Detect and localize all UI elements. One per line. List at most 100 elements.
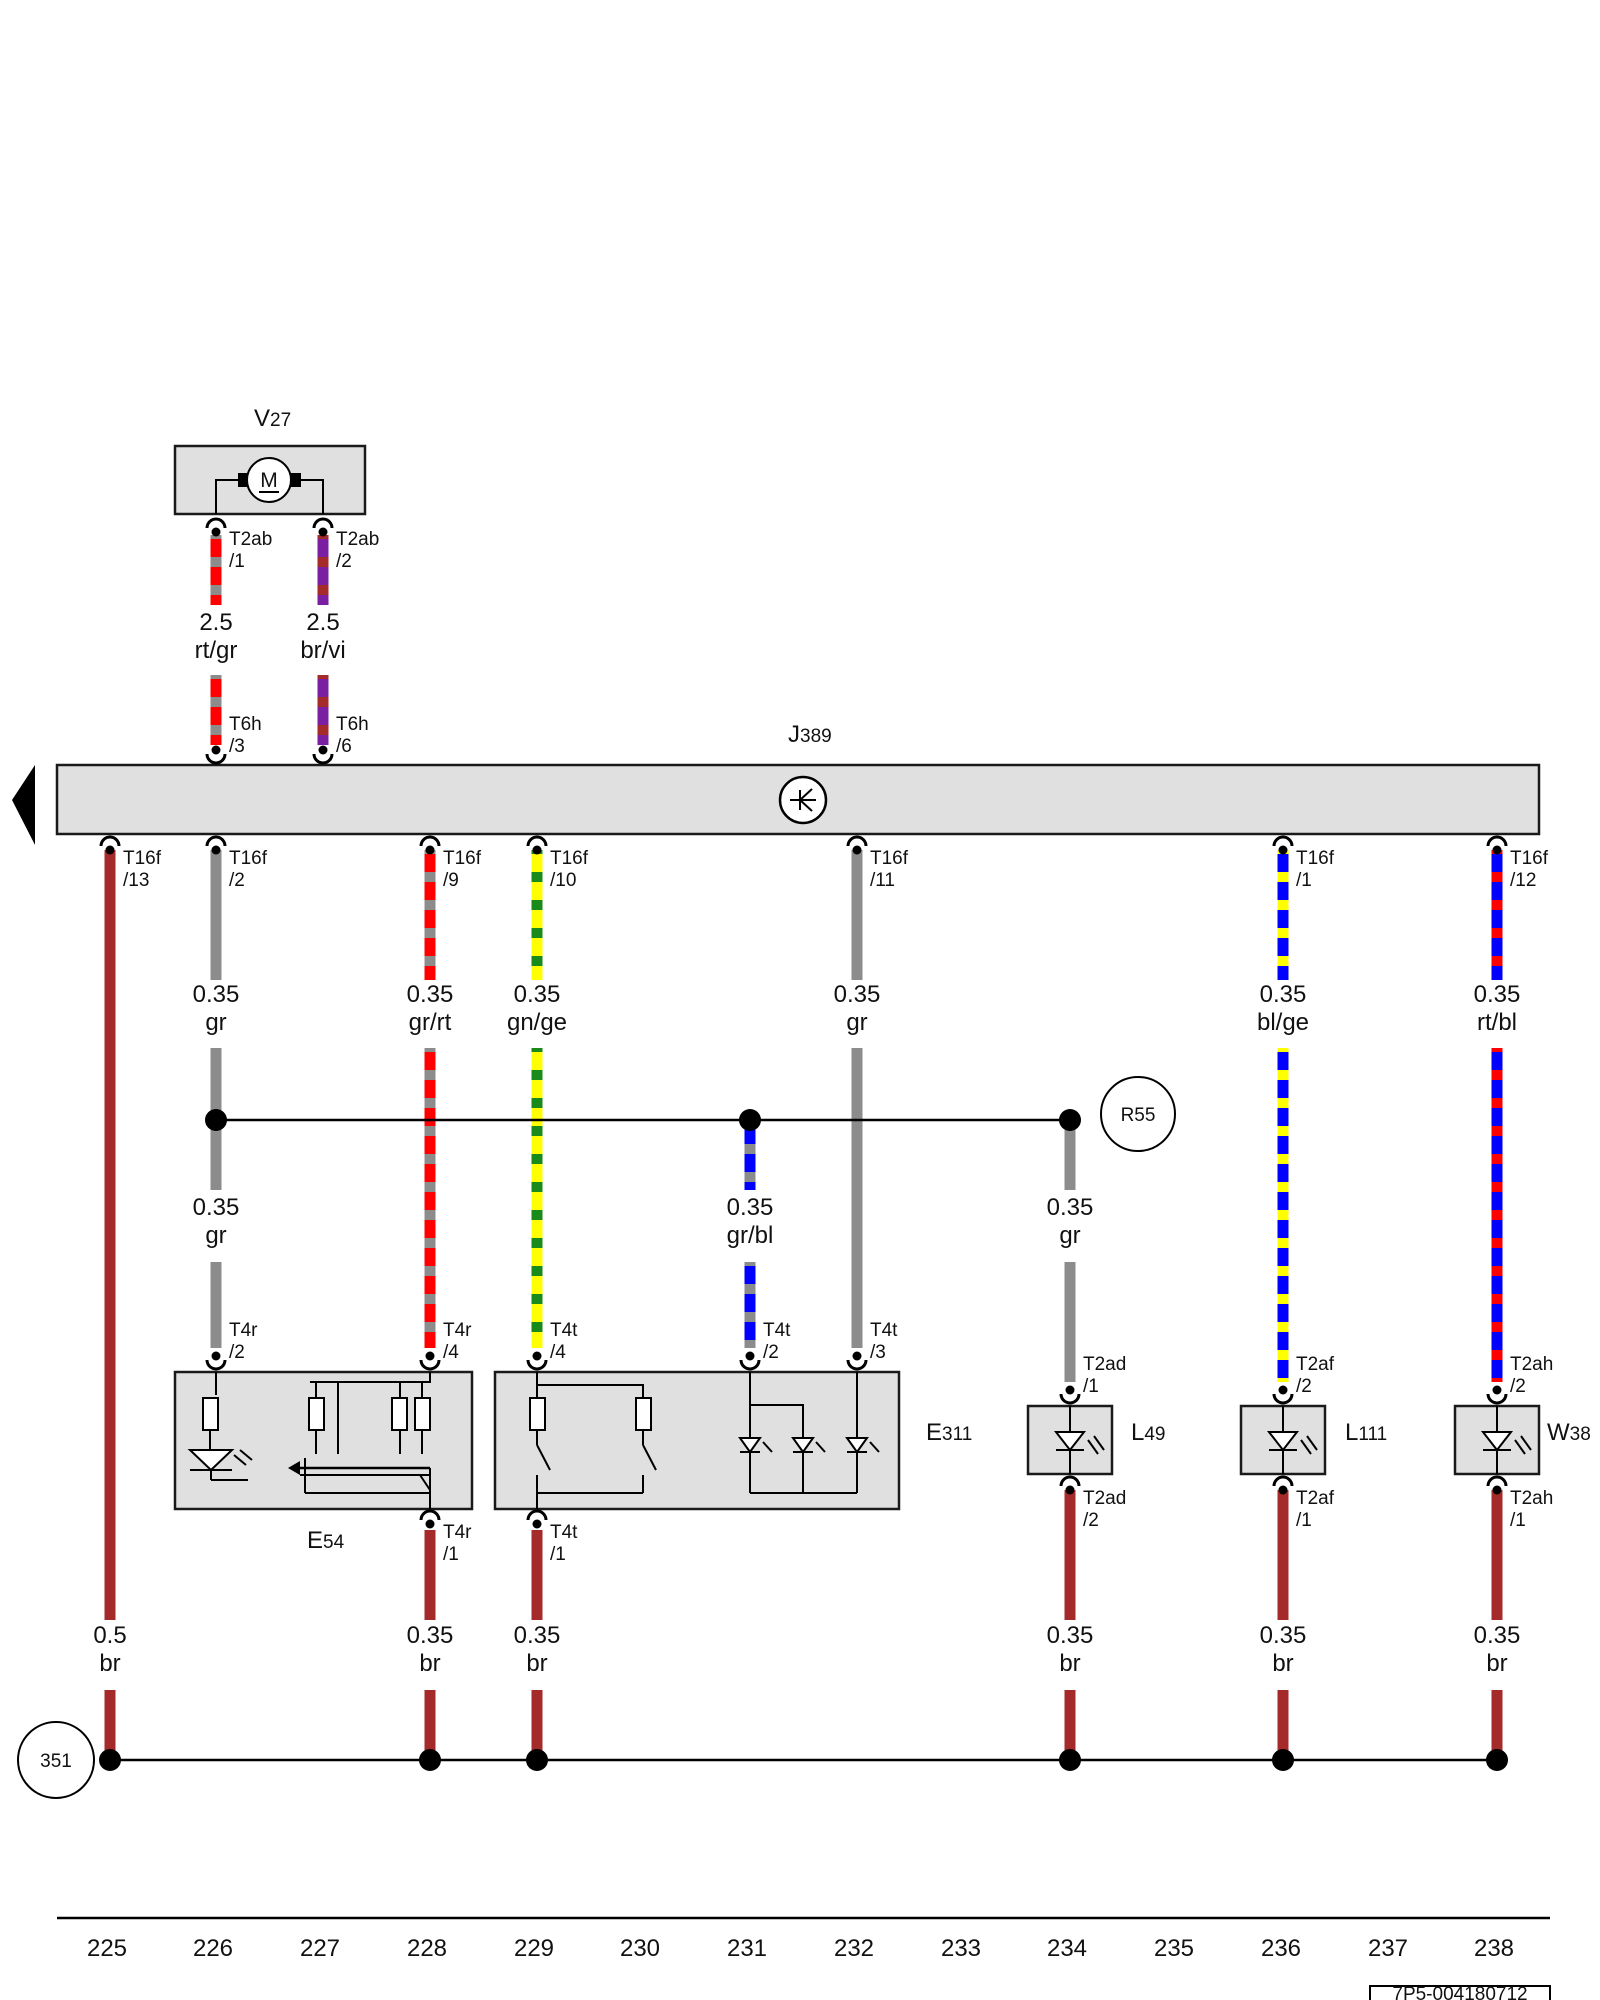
wire-base-color xyxy=(424,1530,436,1620)
pin-t4t-4 xyxy=(526,1351,548,1371)
wire-stripe xyxy=(210,735,222,745)
component-e54[interactable] xyxy=(173,1370,474,1511)
pin-contact xyxy=(425,845,435,855)
conn-label-t4r-1: T4r/1 xyxy=(443,1522,472,1565)
wire-228-bottom xyxy=(424,1530,436,1620)
ref-circle-r55[interactable] xyxy=(1100,1076,1176,1152)
wire-stripe xyxy=(317,539,329,557)
ground-dot-234 xyxy=(1059,1749,1081,1771)
conn-label-t2ab-2: T2ab/2 xyxy=(336,529,379,572)
component-l111[interactable] xyxy=(1239,1404,1327,1476)
wire-232-upper xyxy=(851,850,863,980)
pin-cup xyxy=(312,753,334,765)
wire-base-color xyxy=(210,1262,222,1348)
wire-stripe xyxy=(210,707,222,725)
connector-pins xyxy=(99,517,1508,1529)
pin-cup xyxy=(846,1359,868,1371)
wire-base-color xyxy=(1277,1048,1289,1382)
pin-contact xyxy=(1492,1385,1502,1395)
wire-stripe xyxy=(1491,854,1503,872)
wire-238-bottom2 xyxy=(1491,1690,1503,1760)
wire-stripe xyxy=(1491,1164,1503,1182)
wire-stripe xyxy=(744,1266,756,1284)
wire-v27-pin1-lower xyxy=(210,675,222,745)
pin-cup xyxy=(1272,1475,1294,1487)
wire-stripe xyxy=(531,1220,543,1238)
wire-stripe xyxy=(317,567,329,585)
pin-cup xyxy=(419,835,441,847)
wire-base-color xyxy=(851,850,863,980)
wire-231-lower xyxy=(744,1262,756,1348)
wire-base-color xyxy=(1064,1262,1076,1382)
pin-contact xyxy=(532,845,542,855)
wire-228-mid xyxy=(424,1048,436,1348)
pin-contact xyxy=(211,1351,221,1361)
wire-231-upper xyxy=(744,1122,756,1190)
wire-stripe xyxy=(1277,882,1289,900)
component-v27[interactable]: M xyxy=(173,444,367,516)
pin-t4r-1 xyxy=(419,1509,441,1529)
electronic-unit-icon xyxy=(778,775,828,825)
conn-label-t4t-4: T4t/4 xyxy=(550,1320,578,1363)
wire-stripe xyxy=(1491,966,1503,980)
column-number: 226 xyxy=(193,1935,233,1962)
wire-stripe xyxy=(1491,1080,1503,1098)
conn-label-t2ah-2: T2ah/2 xyxy=(1510,1354,1553,1397)
wire-base-color xyxy=(531,1690,543,1760)
ground-dot-229 xyxy=(526,1749,548,1771)
wire-stripe xyxy=(744,1154,756,1172)
pin-contact xyxy=(1278,845,1288,855)
wire-238-bottom xyxy=(1491,1490,1503,1620)
wire-stripe xyxy=(424,1248,436,1266)
continuation-arrow-left xyxy=(12,765,35,845)
ref-circle-351[interactable] xyxy=(17,1721,95,1799)
pin-contact xyxy=(211,845,221,855)
wire-stripe xyxy=(424,1220,436,1238)
pin-t16f-12 xyxy=(1486,835,1508,855)
conn-label-t16f-10: T16f/10 xyxy=(550,848,589,891)
pin-cup xyxy=(1486,835,1508,847)
wire-stripe xyxy=(424,882,436,900)
wire-stripe xyxy=(744,1126,756,1144)
wire-stripe xyxy=(1277,854,1289,872)
component-w38[interactable] xyxy=(1453,1404,1541,1476)
component-l49[interactable] xyxy=(1026,1404,1114,1476)
pin-cup xyxy=(526,1359,548,1371)
pin-cup xyxy=(1486,1475,1508,1487)
pin-contact xyxy=(1492,1485,1502,1495)
pin-cup xyxy=(1272,1393,1294,1405)
wire-229-upper xyxy=(531,850,543,980)
wire-v27-pin2-upper xyxy=(317,535,329,605)
wire-base-color xyxy=(1491,1690,1503,1760)
wire-stripe xyxy=(424,938,436,956)
wire-236-bottom2 xyxy=(1277,1690,1289,1760)
pin-t16f-9 xyxy=(419,835,441,855)
column-number: 232 xyxy=(834,1935,874,1962)
wire-base-color xyxy=(1491,1048,1503,1382)
wire-stripe xyxy=(1277,1220,1289,1238)
wire-stripe xyxy=(531,966,543,980)
wire-stripe xyxy=(531,882,543,900)
wire-stripe xyxy=(1277,910,1289,928)
wire-stripe xyxy=(744,1182,756,1190)
pin-cup xyxy=(205,753,227,765)
wire-stripe xyxy=(424,1304,436,1322)
pin-contact xyxy=(318,745,328,755)
wire-stripe xyxy=(1491,910,1503,928)
wire-stripe xyxy=(531,854,543,872)
motor-icon xyxy=(246,457,292,503)
pin-cup xyxy=(419,1359,441,1371)
wire-234-upper xyxy=(1064,1122,1076,1190)
wire-stripe xyxy=(1277,1052,1289,1070)
column-number: 235 xyxy=(1154,1935,1194,1962)
pin-t2ab-2 xyxy=(312,517,334,537)
component-e311[interactable] xyxy=(493,1370,901,1511)
wire-stripe xyxy=(1491,1360,1503,1378)
